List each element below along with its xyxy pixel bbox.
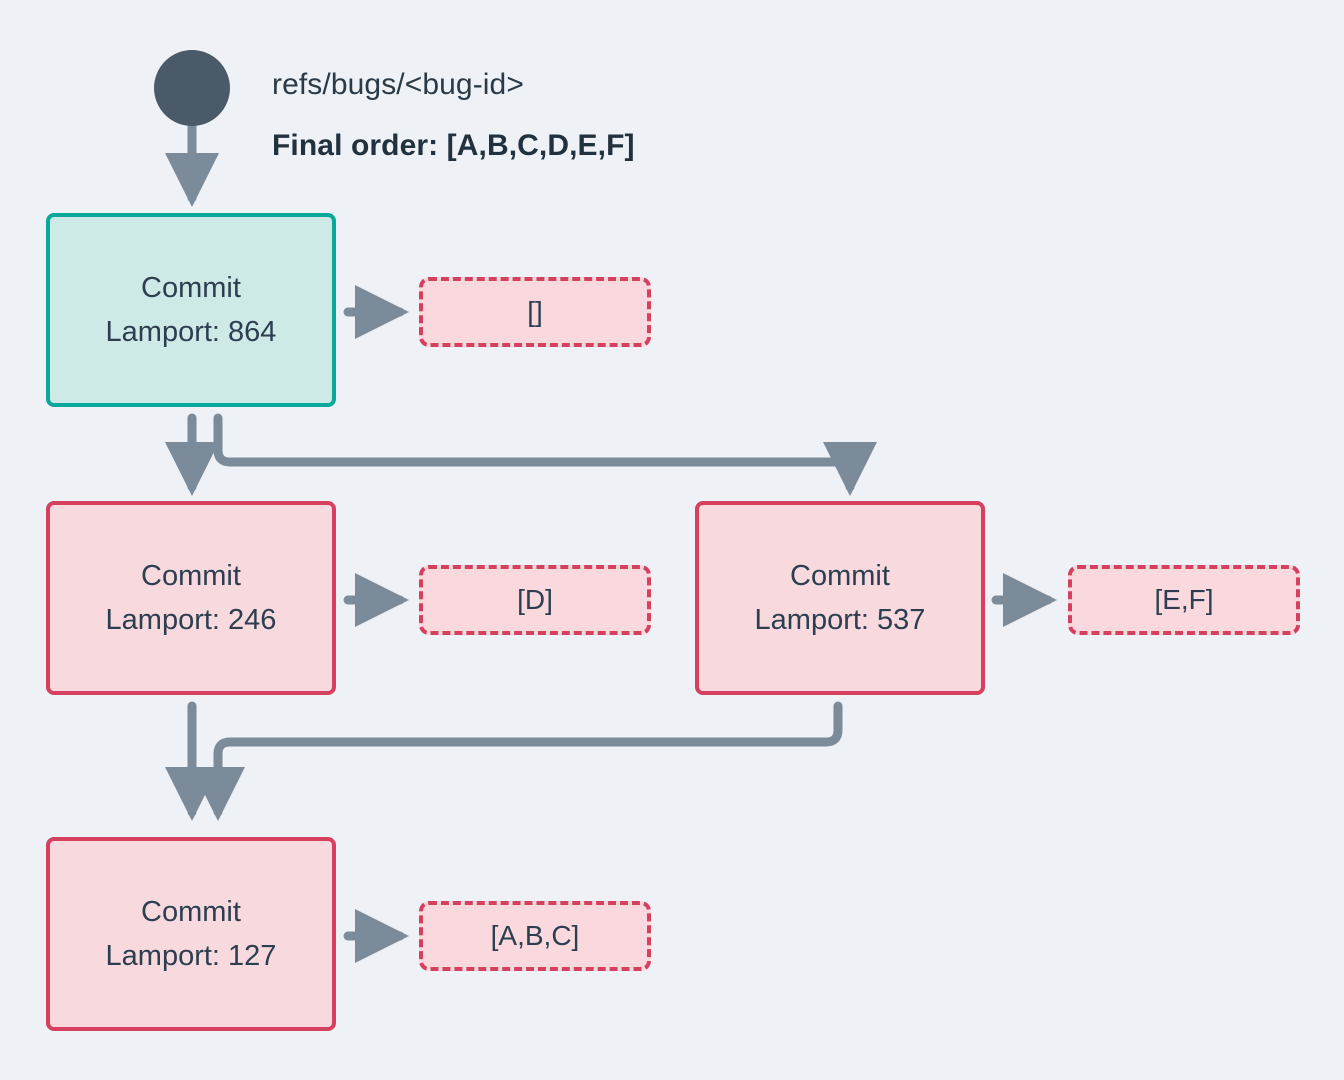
- payload-label: [D]: [517, 584, 553, 615]
- payload-label: [A,B,C]: [490, 920, 580, 951]
- payload-box-c864: []: [419, 277, 651, 347]
- commit-title: Commit: [141, 559, 241, 592]
- commit-node-c127[interactable]: Commit Lamport: 127: [46, 837, 336, 1031]
- commit-lamport: Lamport: 537: [754, 604, 926, 636]
- start-node-circle: [154, 50, 230, 126]
- commit-lamport: Lamport: 127: [105, 940, 277, 972]
- commit-node-c246[interactable]: Commit Lamport: 246: [46, 501, 336, 695]
- payload-box-c246: [D]: [419, 565, 651, 635]
- edge-c537-to-c127: [191, 701, 843, 821]
- payload-label: [E,F]: [1154, 584, 1214, 615]
- edge-c864-to-c537: [213, 413, 877, 496]
- final-order-label: Final order: [A,B,C,D,E,F]: [272, 129, 635, 162]
- commit-lamport: Lamport: 864: [105, 316, 277, 348]
- payload-box-c127: [A,B,C]: [419, 901, 651, 971]
- commit-lamport: Lamport: 246: [105, 604, 277, 636]
- commit-title: Commit: [790, 559, 890, 592]
- commit-node-c537[interactable]: Commit Lamport: 537: [695, 501, 985, 695]
- ref-label: refs/bugs/<bug-id>: [272, 68, 524, 101]
- commit-title: Commit: [141, 271, 241, 304]
- payload-label: []: [527, 296, 543, 327]
- payload-box-c537: [E,F]: [1068, 565, 1300, 635]
- commit-node-c864[interactable]: Commit Lamport: 864: [46, 213, 336, 407]
- commit-title: Commit: [141, 895, 241, 928]
